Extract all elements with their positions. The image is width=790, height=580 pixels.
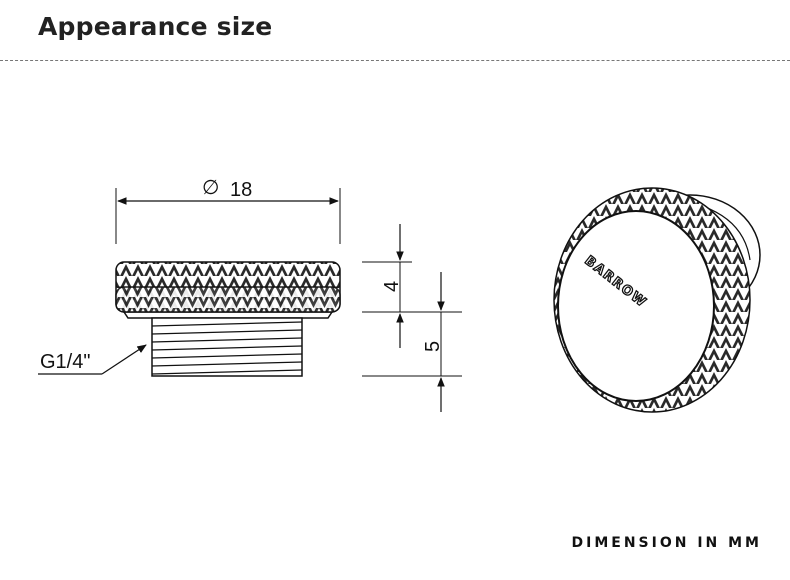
- thread-size-label: G1/4": [40, 351, 90, 373]
- perspective-view: BARROW: [553, 187, 761, 413]
- knurled-cap: [115, 261, 341, 319]
- thread-height-value: 5: [422, 341, 444, 352]
- diameter-dimension: ∅ 18: [115, 177, 341, 244]
- thread-callout: G1/4": [38, 344, 147, 375]
- threaded-stem: [151, 317, 303, 377]
- units-note: DIMENSION IN MM: [571, 535, 762, 551]
- dashed-divider: [0, 60, 790, 61]
- cap-height-value: 4: [381, 281, 403, 292]
- page-title: Appearance size: [38, 12, 273, 41]
- cap-face: [557, 210, 715, 402]
- height-dimensions: 4 5: [362, 224, 462, 412]
- diameter-symbol: ∅: [202, 177, 219, 199]
- diameter-value: 18: [230, 179, 252, 201]
- side-view: ∅ 18 G1/4": [38, 177, 341, 377]
